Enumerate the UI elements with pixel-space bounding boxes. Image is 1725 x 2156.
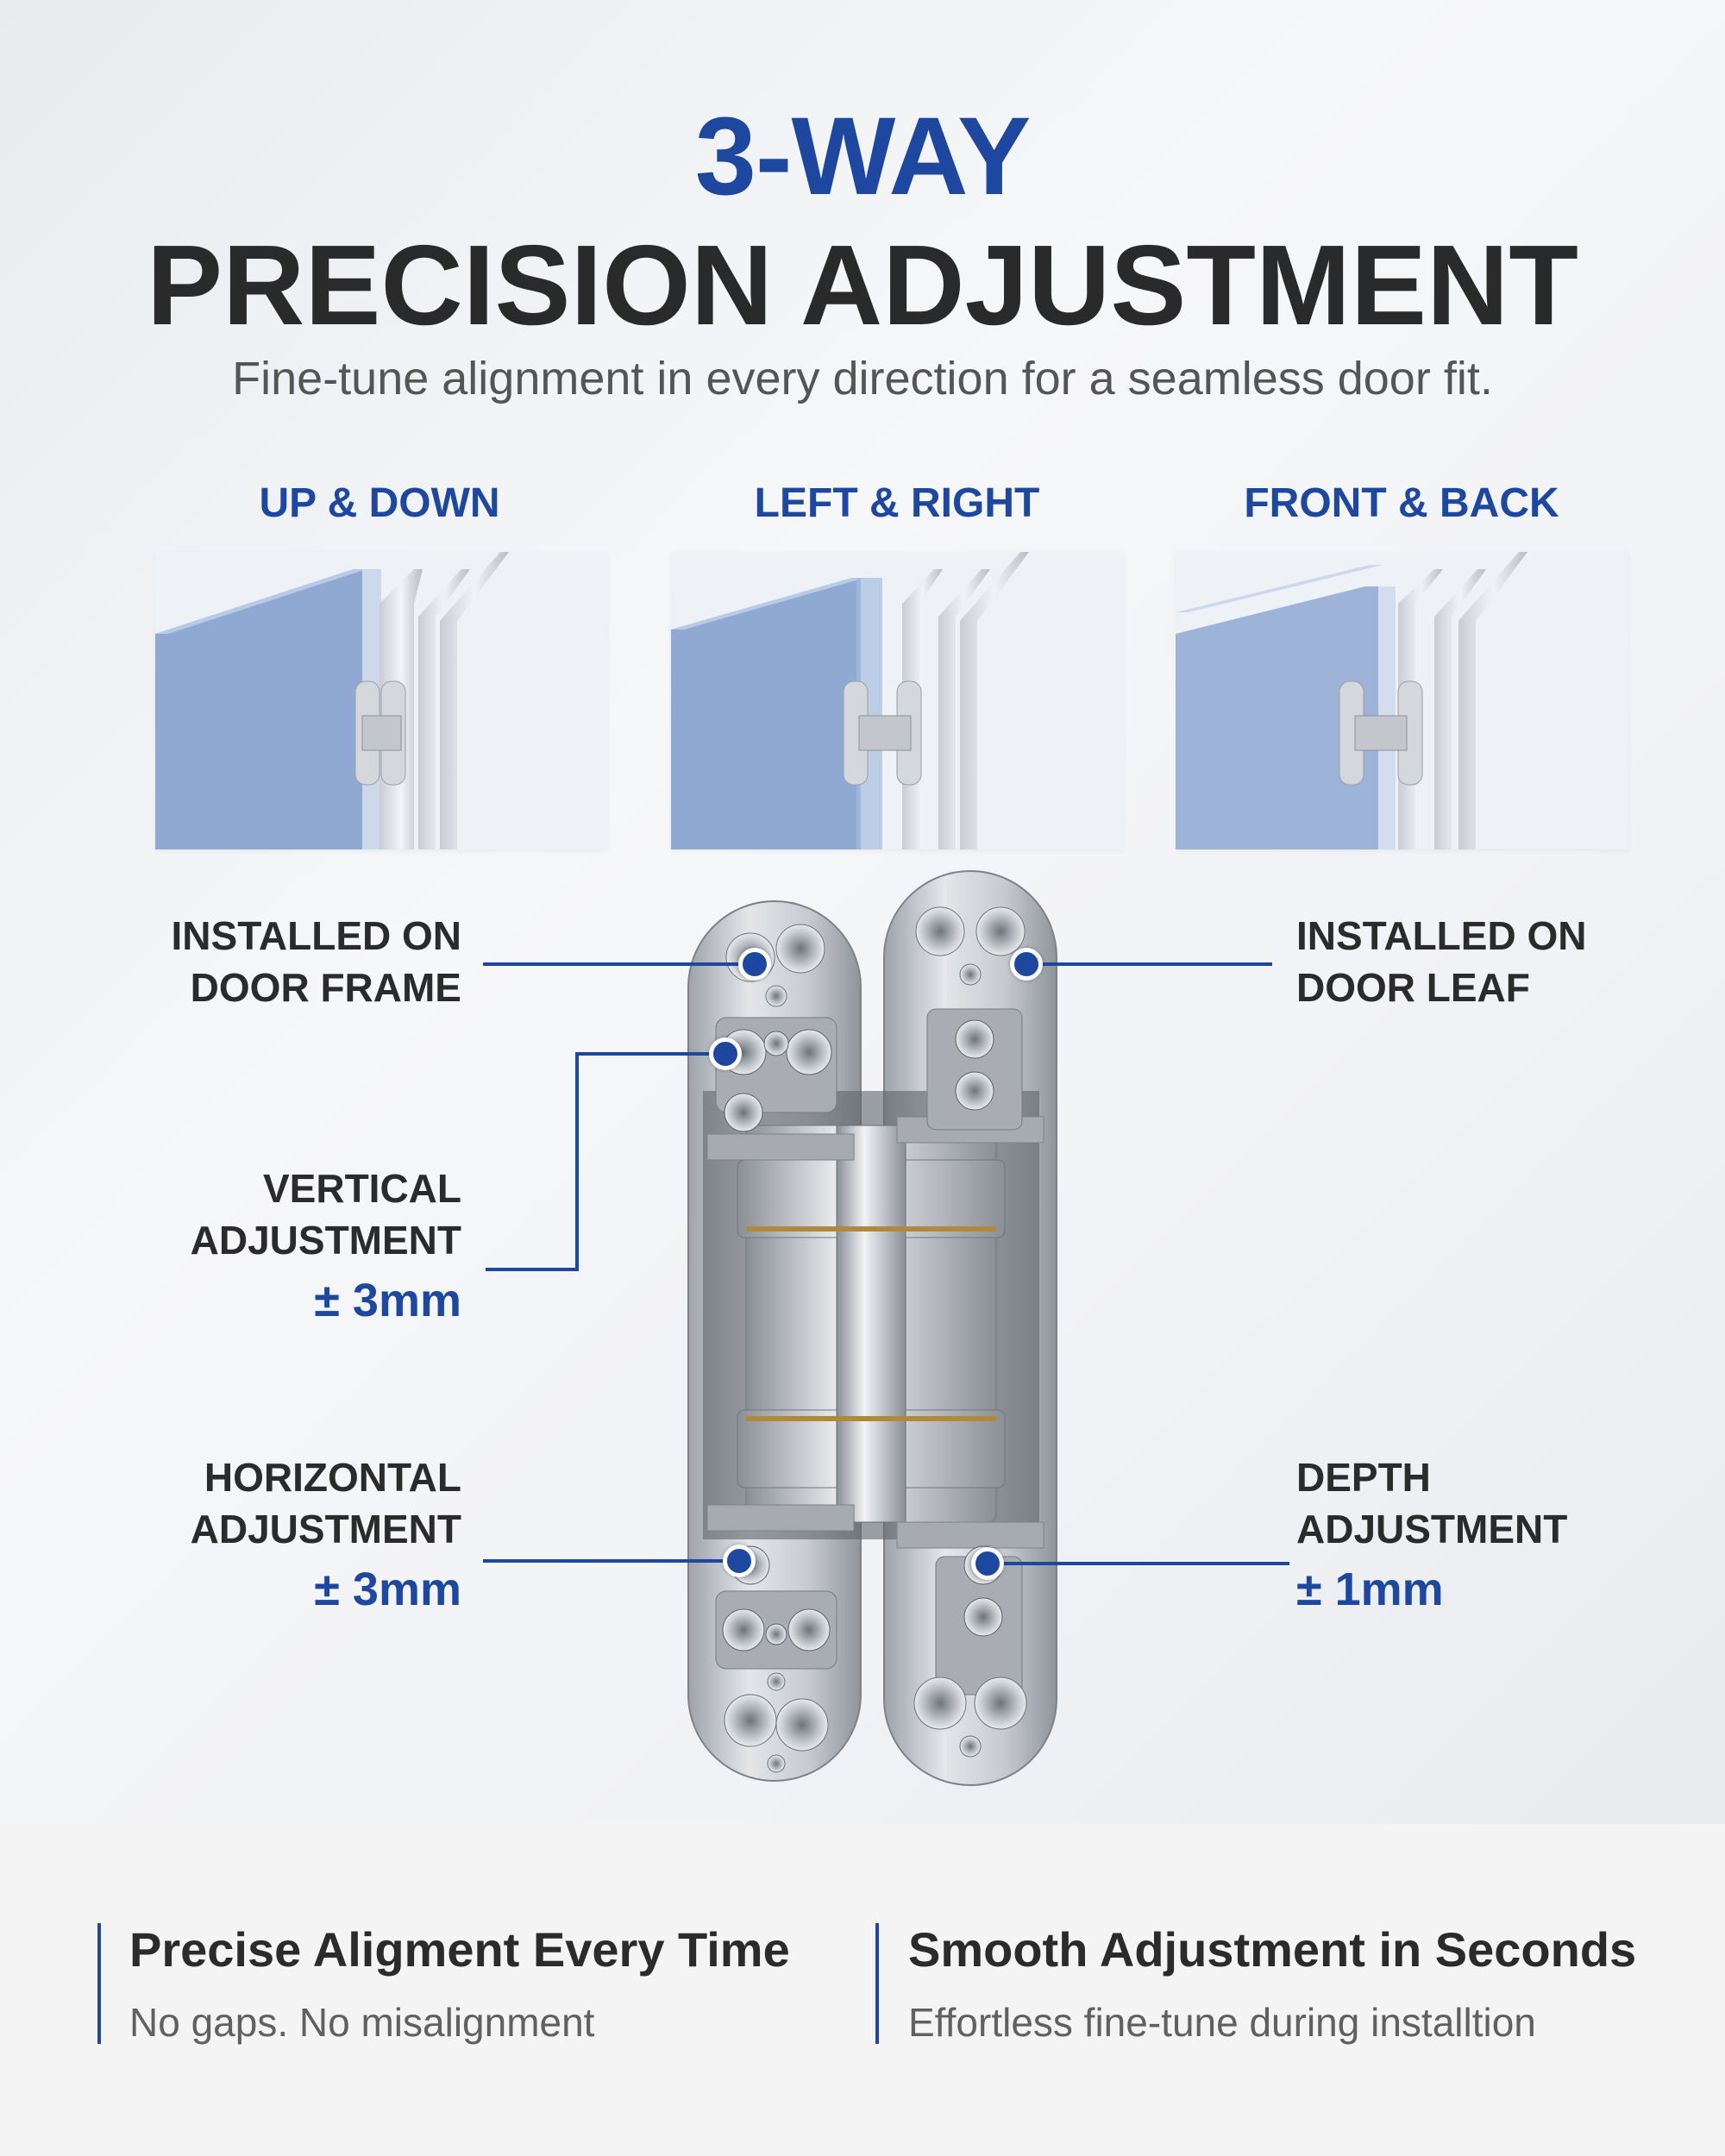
- callout-door-frame-line2: DOOR FRAME: [190, 965, 461, 1010]
- callout-horizontal-line2: ADJUSTMENT: [190, 1507, 461, 1551]
- leader-line-leaf: [1031, 962, 1272, 966]
- door-panel-left-right: [671, 552, 1124, 849]
- callout-vertical-line1: VERTICAL: [263, 1166, 461, 1211]
- feature-desc-2: Effortless fine-tune during installtion: [908, 2000, 1536, 2045]
- feature-desc-1: No gaps. No misalignment: [129, 2000, 595, 2045]
- marker-dot-depth: [971, 1547, 1004, 1580]
- callout-vertical-line2: ADJUSTMENT: [190, 1218, 461, 1263]
- door-panel-illustration: [1176, 552, 1628, 849]
- marker-dot-horizontal: [723, 1545, 756, 1577]
- direction-label-up-down: UP & DOWN: [259, 480, 500, 526]
- callout-door-leaf-line2: DOOR LEAF: [1296, 965, 1530, 1010]
- callout-depth-line2: ADJUSTMENT: [1296, 1507, 1568, 1551]
- callout-door-leaf: INSTALLED ON DOOR LEAF: [1296, 910, 1659, 1013]
- door-panel-front-back: [1176, 552, 1628, 849]
- leader-line-vertical-top: [575, 1052, 722, 1056]
- hinge-icon: [843, 680, 922, 786]
- page-title: PRECISION ADJUSTMENT: [147, 222, 1578, 348]
- hinge-icon: [1339, 680, 1423, 786]
- hinge-icon: [687, 870, 1057, 1786]
- hinge-icon: [354, 680, 406, 786]
- callout-door-frame-line1: INSTALLED ON: [171, 913, 461, 958]
- feature-title-2: Smooth Adjustment in Seconds: [908, 1922, 1637, 1977]
- leader-line-vertical-h: [486, 1268, 579, 1271]
- leader-line-vertical-v: [575, 1052, 579, 1271]
- direction-label-front-back: FRONT & BACK: [1244, 480, 1559, 526]
- marker-dot-vertical: [709, 1037, 742, 1070]
- direction-label-left-right: LEFT & RIGHT: [754, 480, 1040, 526]
- door-panel-illustration: [155, 552, 608, 849]
- marker-dot-leaf: [1010, 948, 1043, 981]
- callout-horizontal-line1: HORIZONTAL: [204, 1455, 461, 1500]
- title-accent: 3-WAY: [694, 95, 1032, 218]
- leader-line-frame: [483, 962, 750, 966]
- callout-door-leaf-line1: INSTALLED ON: [1296, 913, 1587, 958]
- leader-line-depth: [992, 1562, 1289, 1565]
- callout-depth-line1: DEPTH: [1296, 1455, 1431, 1500]
- subtitle: Fine-tune alignment in every direction f…: [232, 353, 1493, 404]
- callout-vertical: VERTICAL ADJUSTMENT ± 3mm: [86, 1163, 461, 1326]
- door-panel-up-down: [155, 552, 608, 849]
- callout-depth-value: ± 1mm: [1296, 1564, 1444, 1615]
- feature-divider-1: [97, 1923, 101, 2044]
- marker-dot-frame: [738, 948, 771, 981]
- leader-line-horizontal: [483, 1559, 733, 1563]
- callout-depth: DEPTH ADJUSTMENT ± 1mm: [1296, 1451, 1659, 1615]
- callout-vertical-value: ± 3mm: [314, 1275, 461, 1326]
- feature-divider-2: [875, 1923, 879, 2044]
- callout-horizontal-value: ± 3mm: [314, 1564, 461, 1615]
- callout-horizontal: HORIZONTAL ADJUSTMENT ± 3mm: [86, 1451, 461, 1615]
- feature-title-1: Precise Aligment Every Time: [129, 1922, 790, 1977]
- callout-door-frame: INSTALLED ON DOOR FRAME: [86, 910, 461, 1013]
- hinge-illustration: [664, 867, 1078, 1802]
- footer-band: [0, 1824, 1725, 2156]
- door-panel-illustration: [671, 552, 1124, 849]
